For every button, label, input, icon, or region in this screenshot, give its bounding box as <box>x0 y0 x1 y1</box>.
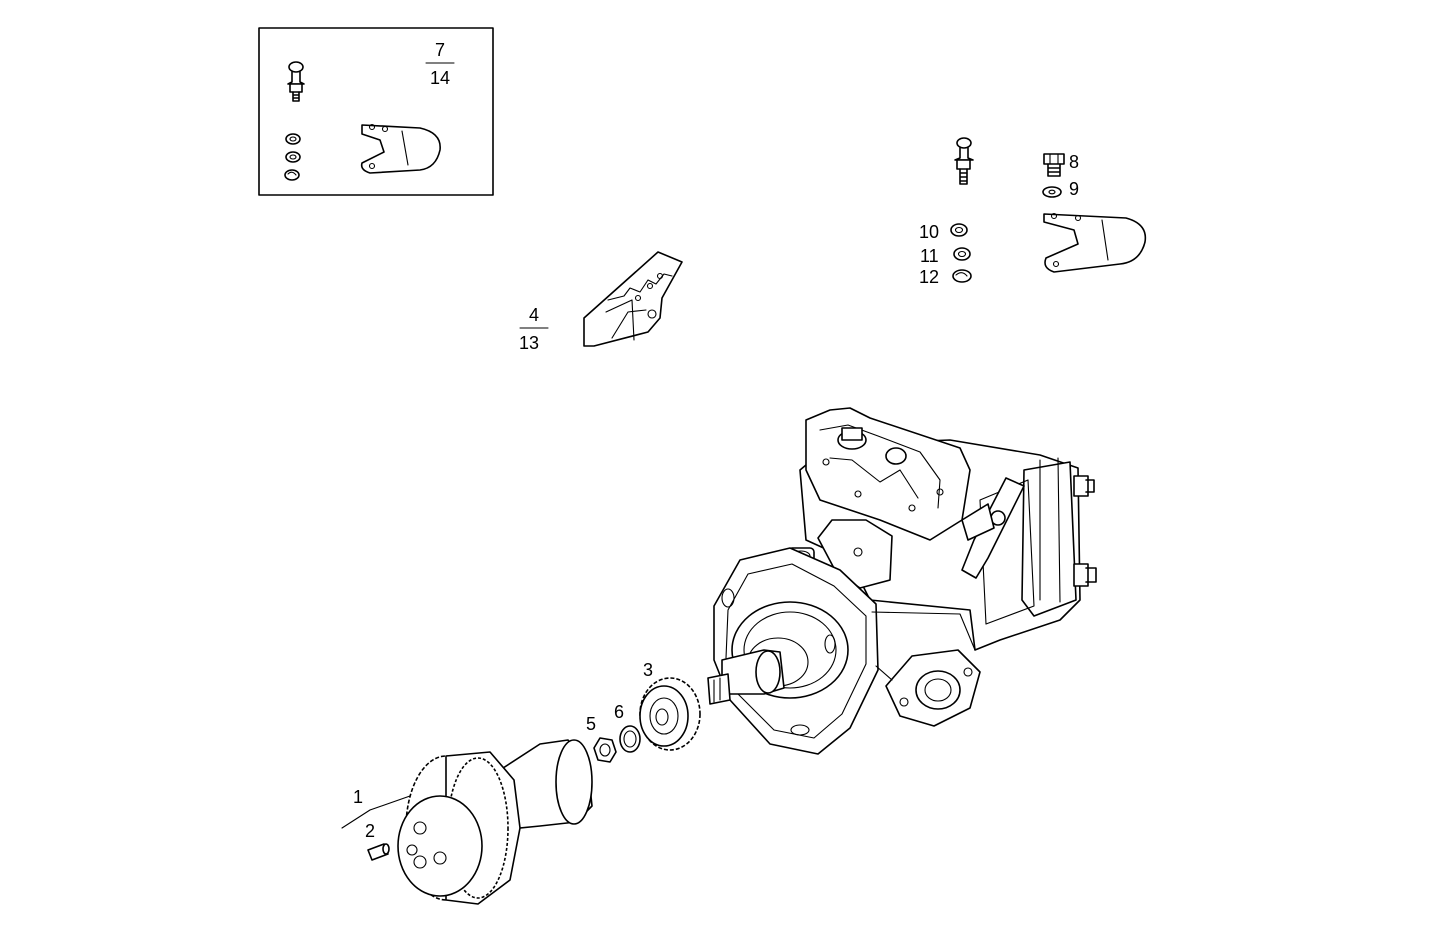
callout-13: 13 <box>519 333 539 353</box>
inset-bracket-icon <box>360 123 441 174</box>
nut-5 <box>593 737 617 763</box>
injection-pump-body <box>707 407 1097 755</box>
callout-3: 3 <box>643 660 653 680</box>
inset-box: 7 14 <box>258 27 494 196</box>
inset-stud-bolt-icon <box>287 61 305 102</box>
callout-8: 8 <box>1069 152 1079 172</box>
nut-icon <box>950 223 968 237</box>
washer-6 <box>619 725 641 753</box>
callout-14: 14 <box>430 68 450 88</box>
callout-4: 4 <box>529 305 539 325</box>
nut-icon-2 <box>953 247 971 261</box>
spring-washer-icon <box>952 269 972 283</box>
callout-9: 9 <box>1069 179 1079 199</box>
drive-gear-hub <box>397 739 593 905</box>
callout-1: 1 <box>353 787 363 807</box>
callout-12: 12 <box>919 267 939 287</box>
inset-nuts-washer-icon <box>284 133 301 181</box>
bracket-icon <box>1043 212 1147 273</box>
pin-2 <box>367 843 390 861</box>
slotted-plate <box>583 251 683 347</box>
callout-6: 6 <box>614 702 624 722</box>
washer-icon <box>1042 186 1062 198</box>
callout-7: 7 <box>435 40 445 60</box>
small-gear <box>639 677 701 751</box>
callout-11: 11 <box>920 246 939 266</box>
callout-10: 10 <box>919 222 939 242</box>
stud-bolt-icon <box>954 137 974 185</box>
bolt-icon <box>1043 153 1065 177</box>
callout-5: 5 <box>586 714 596 734</box>
callout-2: 2 <box>365 821 375 841</box>
